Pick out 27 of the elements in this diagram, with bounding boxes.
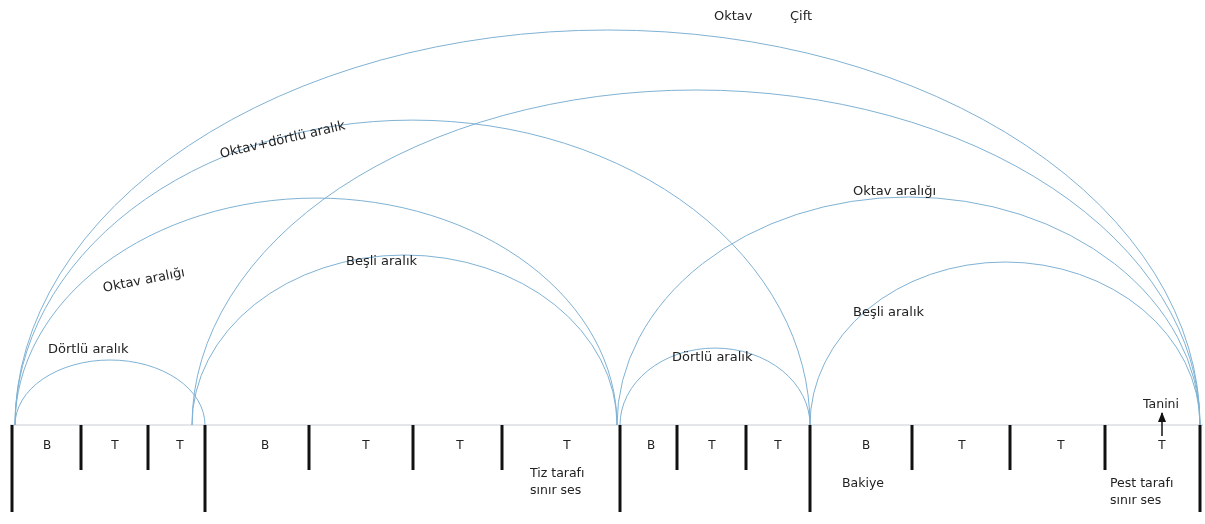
note-step-label: T xyxy=(354,437,378,453)
interval-label: Oktav aralığı xyxy=(101,264,186,295)
note-step-label: T xyxy=(448,437,472,453)
note-step-label: T xyxy=(700,437,724,453)
note-step-label: B xyxy=(639,437,663,453)
note-step-label: T xyxy=(555,437,579,453)
interval-label: Oktav aralığı xyxy=(853,183,936,198)
note-step-label: B xyxy=(35,437,59,453)
arrow xyxy=(1157,411,1167,437)
note-step-label: T xyxy=(168,437,192,453)
interval-label: Dörtlü aralık xyxy=(48,341,129,356)
note-step-label: T xyxy=(1049,437,1073,453)
interval-label: Çift xyxy=(790,8,813,23)
note-step-label: T xyxy=(103,437,127,453)
interval-label: Oktav xyxy=(714,8,753,23)
note-caption: Tiz tarafı sınır ses xyxy=(530,464,586,498)
interval-label: Beşli aralık xyxy=(346,253,418,268)
note-step-label: B xyxy=(253,437,277,453)
interval-label: Beşli aralık xyxy=(853,304,925,319)
interval-label: Dörtlü aralık xyxy=(672,349,753,364)
note-step-label: B xyxy=(854,437,878,453)
note-caption: Bakiye xyxy=(842,474,886,491)
note-step-label: T xyxy=(1150,437,1174,453)
note-caption: Pest tarafı sınır ses xyxy=(1110,474,1175,508)
annotation-text: Tanini xyxy=(1136,396,1186,412)
note-step-label: T xyxy=(950,437,974,453)
note-step-label: T xyxy=(766,437,790,453)
